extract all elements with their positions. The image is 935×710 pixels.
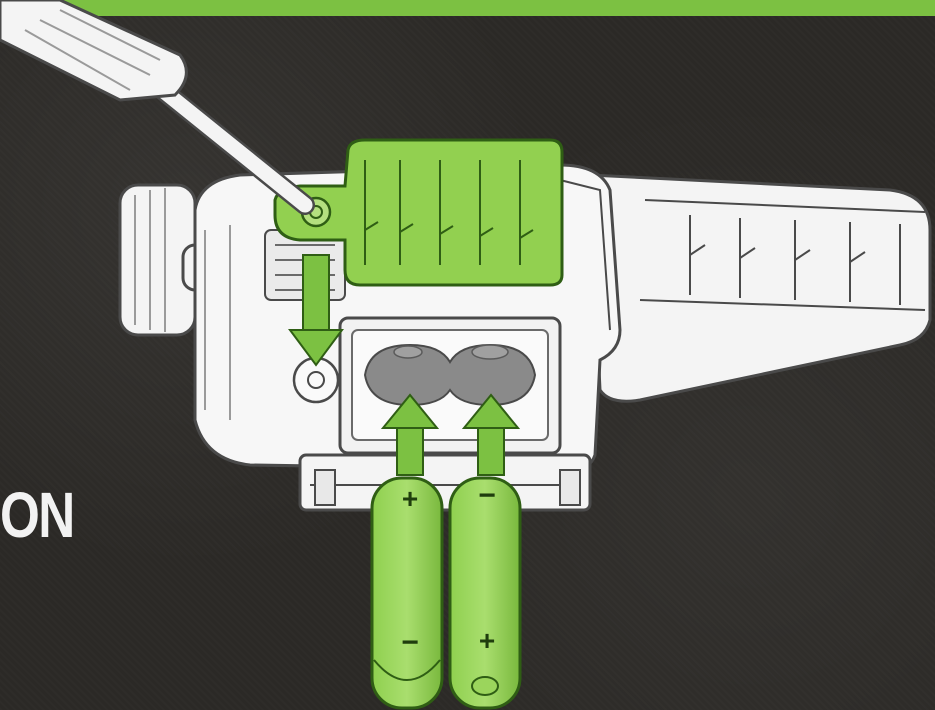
battery-compartment (340, 318, 560, 453)
screwdriver (0, 0, 305, 205)
battery-right-bottom-sign: + (479, 625, 495, 656)
battery-right-top-sign: − (478, 479, 496, 512)
battery-left: + − (372, 478, 442, 708)
battery-right: − + (450, 478, 520, 708)
battery-left-bottom-sign: − (401, 626, 419, 659)
device-barrel (590, 175, 930, 401)
battery-left-top-sign: + (402, 483, 418, 514)
device-bottom-rail (300, 455, 590, 510)
